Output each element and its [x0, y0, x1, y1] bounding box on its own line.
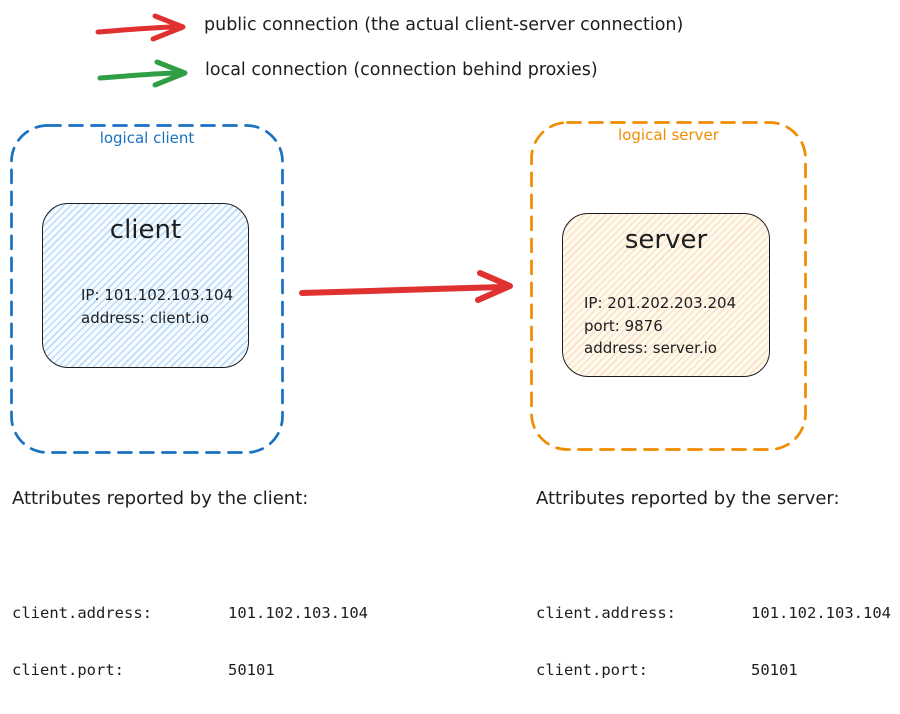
client-ip: IP: 101.102.103.104: [81, 286, 234, 304]
attr-row: client.port: 50101: [12, 661, 368, 680]
attr-value: 50101: [228, 661, 275, 679]
attr-value: 101.102.103.104: [751, 604, 891, 622]
server-attributes-heading: Attributes reported by the server:: [536, 488, 840, 509]
server-attributes-table: client.address: 101.102.103.104 client.p…: [536, 528, 891, 714]
server-address: address: server.io: [584, 339, 717, 357]
attr-group: client.address: 101.102.103.104 client.p…: [536, 566, 891, 714]
attr-row: client.address: 101.102.103.104: [536, 604, 891, 623]
client-attributes-heading: Attributes reported by the client:: [12, 488, 309, 509]
attr-value: 50101: [751, 661, 798, 679]
logical-server-dashed-border: [530, 121, 807, 451]
client-node-details: IP: 101.102.103.104 address: client.io: [81, 284, 233, 330]
legend-label-public: public connection (the actual client-ser…: [204, 15, 684, 35]
client-node: client IP: 101.102.103.104 address: clie…: [42, 203, 249, 368]
attr-row: client.port: 50101: [536, 661, 891, 680]
client-node-title: client: [109, 215, 182, 245]
server-port: port: 9876: [584, 316, 663, 335]
attr-key: client.port:: [12, 661, 124, 679]
attr-key: client.address:: [12, 604, 152, 622]
server-ip: IP: 201.202.203.204: [584, 294, 737, 312]
logical-server-label: logical server: [618, 126, 719, 144]
attr-row: client.address: 101.102.103.104: [12, 604, 368, 623]
attr-group: client.address: 101.102.103.104 client.p…: [12, 566, 368, 714]
public-connection-arrow: [296, 268, 520, 312]
logical-server-group: logical server server IP: 201.202.203.20…: [530, 121, 807, 451]
logical-client-group: logical client client IP: 101.102.103.10…: [10, 124, 284, 454]
client-address: address: client.io: [81, 309, 210, 327]
attr-key: client.port:: [536, 661, 648, 679]
logical-client-label: logical client: [99, 129, 195, 147]
server-node: server IP: 201.202.203.204 port: 9876 ad…: [562, 213, 770, 377]
attr-key: client.address:: [536, 604, 676, 622]
local-connection-arrow-icon: [97, 56, 197, 90]
client-attributes-table: client.address: 101.102.103.104 client.p…: [12, 528, 368, 714]
server-node-details: IP: 201.202.203.204 port: 9876 address: …: [584, 292, 736, 360]
logical-client-dashed-border: [10, 124, 284, 454]
legend-label-local: local connection (connection behind prox…: [205, 60, 598, 80]
public-connection-arrow-icon: [95, 10, 195, 44]
server-node-title: server: [624, 225, 708, 255]
attr-value: 101.102.103.104: [228, 604, 368, 622]
